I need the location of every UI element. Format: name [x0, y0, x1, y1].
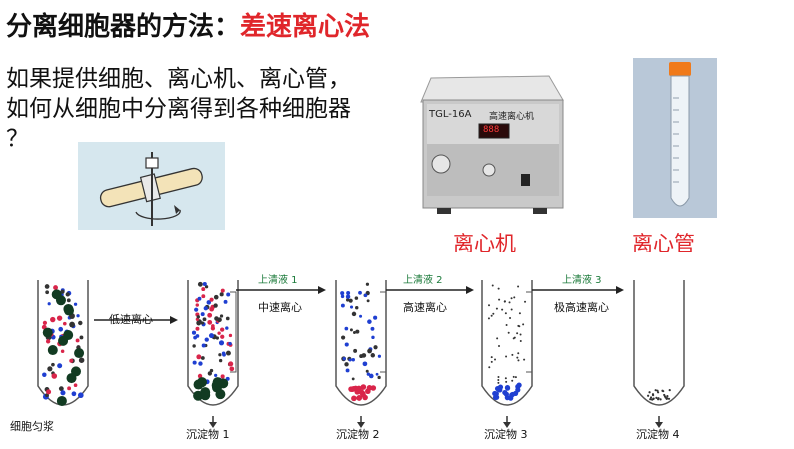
question-text: 如果提供细胞、离心机、离心管， 如何从细胞中分离得到各种细胞器 ？	[6, 64, 406, 154]
test-tube-2	[187, 280, 239, 428]
question-line-1: 如果提供细胞、离心机、离心管，	[6, 66, 351, 92]
centrifuge-model: TGL-16A	[429, 109, 472, 120]
page-title: 分离细胞器的方法：差速离心法	[6, 6, 370, 43]
question-line-3: ？	[6, 126, 29, 152]
step-3-speed: 高速离心	[403, 301, 447, 314]
title-method: 差速离心法	[240, 12, 371, 42]
centrifuge-tube-image	[633, 58, 717, 218]
step-arrow-4	[526, 286, 624, 373]
step-4-supernatant: 上清液 3	[562, 275, 602, 286]
step-2-supernatant: 上清液 1	[258, 275, 298, 286]
centrifuge-name-plate: 高速离心机	[489, 112, 535, 122]
question-line-2: 如何从细胞中分离得到各种细胞器	[6, 96, 351, 122]
homogenate-label: 细胞匀浆	[10, 420, 54, 433]
step-arrow-3	[380, 286, 474, 373]
sediment-4-label: 沉淀物 4	[636, 428, 680, 441]
test-tube-1	[37, 280, 89, 406]
test-tube-5	[633, 280, 685, 428]
sediment-1-label: 沉淀物 1	[186, 428, 230, 441]
step-arrow-2	[230, 286, 326, 373]
step-1-speed: 低速离心	[109, 313, 153, 326]
centrifugation-diagram	[30, 252, 706, 445]
title-prefix: 分离细胞器的方法：	[6, 12, 241, 42]
test-tube-4	[481, 280, 533, 428]
step-3-supernatant: 上清液 2	[403, 275, 443, 286]
rotor-icon	[99, 152, 203, 226]
sediment-2-label: 沉淀物 2	[336, 428, 380, 441]
step-4-speed: 极高速离心	[554, 301, 609, 314]
rotor-illustration	[78, 142, 225, 230]
step-2-speed: 中速离心	[258, 301, 302, 314]
step-arrow-1	[94, 316, 178, 324]
diagram-svg	[37, 280, 685, 428]
centrifuge-image: TGL-16A 高速离心机 888	[417, 58, 567, 216]
sediment-3-label: 沉淀物 3	[484, 428, 528, 441]
centrifuge-display: 888	[483, 125, 500, 135]
test-tube-3	[335, 280, 387, 428]
